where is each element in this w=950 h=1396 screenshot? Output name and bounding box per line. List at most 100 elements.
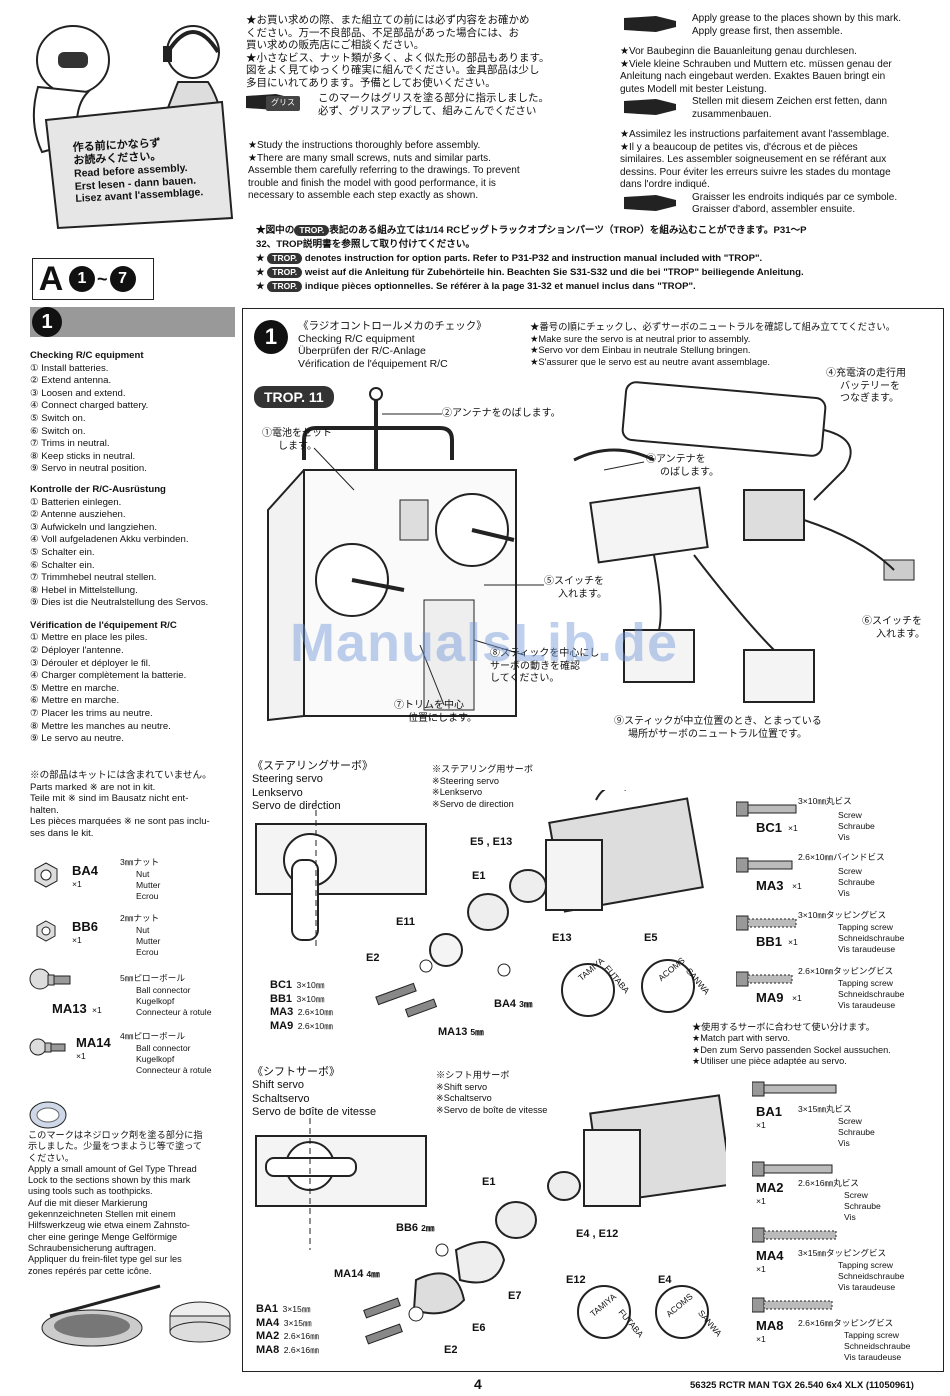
- part-code: BC1: [756, 820, 783, 835]
- notes-ja: ★お買い求めの際、また組立ての前には必ず内容をお確かめ ください。万一不良部品、…: [246, 14, 616, 117]
- part-qty: ×1: [756, 1196, 766, 1206]
- note-en-line: necessary to assemble each step exactly …: [248, 190, 479, 201]
- step1-fr-item: ② Déployer l'antenne.: [30, 645, 124, 657]
- part-qty: ×1: [788, 937, 798, 947]
- label-e11: E11: [396, 916, 415, 928]
- match-note-fr: ★Utiliser une pièce adaptée au servo.: [692, 1055, 847, 1066]
- main-frame: [242, 308, 944, 1372]
- callout-6: ⑥スイッチを: [862, 616, 922, 627]
- section-tilde: ~: [97, 268, 108, 289]
- step1-de-item: ① Batterien einlegen.: [30, 496, 122, 508]
- note-en-line: ★Study the instructions thoroughly befor…: [248, 140, 481, 151]
- part-code: MA13: [52, 1001, 87, 1016]
- tl-de: Hilfswerkzeug wie etwa einem Zahnsto-: [28, 1220, 190, 1231]
- steering-title-de: Lenkservo: [252, 786, 303, 799]
- trop-badge: TROP.: [267, 253, 303, 264]
- tl-en: using tools such as toothpicks.: [28, 1186, 153, 1197]
- trop-badge: TROP.: [294, 225, 330, 236]
- part-desc: Kugelkopf: [136, 996, 175, 1006]
- step1-checklist: Checking R/C equipment ① Install batteri…: [30, 350, 240, 746]
- trop-en: denotes instruction for option parts. Re…: [304, 253, 763, 264]
- part-desc: Connecteur à rotule: [136, 1007, 212, 1017]
- part-desc: Schraube: [838, 877, 875, 887]
- tl-fr: Appliquer du frein-filet type gel sur le…: [28, 1254, 182, 1265]
- steering-servo-labels: ※ステアリング用サーボ ※Steering servo ※Lenkservo ※…: [432, 764, 533, 810]
- grease-de-1: Stellen mit diesem Zeichen erst fetten, …: [692, 96, 888, 107]
- screw-size: 2.6×10㎜: [297, 1020, 333, 1031]
- screw-code: MA8: [256, 1343, 280, 1356]
- part-code: MA9: [756, 990, 784, 1005]
- match-note-de: ★Den zum Servo passenden Sockel aussuche…: [692, 1044, 891, 1055]
- rc-note-ja: ★番号の順にチェックし、必ずサーボのニュートラルを確認して組み立ててください。: [530, 321, 896, 332]
- part-ja: 2.6×16㎜丸ビス: [798, 1178, 859, 1188]
- screw-size: 2.6×10㎜: [297, 1007, 333, 1017]
- steering-title-fr: Servo de direction: [252, 799, 341, 812]
- shift-servo-fr: ※Servo de boîte de vitesse: [436, 1104, 548, 1115]
- tl-ja: ください。: [28, 1152, 74, 1163]
- step1-en-item: ④ Connect charged battery.: [30, 400, 149, 412]
- note-en-line: Assemble them carefully referring to the…: [248, 165, 520, 176]
- shift-title-fr: Servo de boîte de vitesse: [252, 1105, 377, 1118]
- part-desc: Kugelkopf: [136, 1054, 175, 1064]
- threadlock-notes: このマークはネジロック剤を塗る部分に指 示しました。少量をつまようじ等で塗って …: [28, 1130, 240, 1277]
- part-qty: ×1: [792, 993, 802, 1003]
- callout-7b: 位置にします。: [408, 712, 477, 724]
- fr-line: ★Assimilez les instructions parfaitement…: [620, 129, 890, 140]
- tl-en: Apply a small amount of Gel Type Thread: [28, 1163, 197, 1174]
- fr-line: ★Il y a beaucoup de petites vis, d'écrou…: [620, 141, 858, 153]
- screw-size: 3×10㎜: [296, 980, 325, 990]
- shift-label-e4: E4: [658, 1274, 672, 1286]
- step1-de-item: ⑦ Trimmhebel neutral stellen.: [30, 572, 157, 584]
- note-ja-line: ください。万一不良部品、不足部品があった場合には、お: [246, 26, 519, 39]
- steering-title-en: Steering servo: [252, 773, 323, 786]
- shift-label-ma14-size: 4㎜: [366, 1269, 380, 1279]
- part-desc: Schraube: [844, 1201, 881, 1211]
- parts-right-top: 3×10㎜丸ビス BC1 ×1 Screw Schraube Vis 2.6×1…: [736, 794, 936, 1024]
- shift-servo-diagram: [255, 1094, 726, 1345]
- note-ja-line: このマークはグリスを塗る部分に指示しました。: [318, 92, 549, 104]
- de-line: ★Viele kleine Schrauben und Muttern etc.…: [620, 58, 892, 70]
- shift-title-ja: 《シフトサーボ》: [252, 1066, 340, 1078]
- shift-label-e4-e12: E4 , E12: [576, 1228, 619, 1240]
- label-ba4-size: 3㎜: [519, 999, 533, 1009]
- trop-badge: TROP.: [267, 267, 303, 278]
- step1-fr-item: ③ Dérouler et déployer le fil.: [30, 657, 151, 669]
- match-note-en: ★Match part with servo.: [692, 1033, 791, 1044]
- notes-en: ★Study the instructions thoroughly befor…: [248, 140, 568, 203]
- grease-de-2: zusammenbauen.: [692, 108, 772, 120]
- callout-9: ⑨スティックが中立位置のとき、とまっている: [614, 716, 822, 727]
- part-code: MA8: [756, 1318, 784, 1333]
- step1-de-item: ⑨ Dies ist die Neutralstellung des Servo…: [30, 597, 209, 609]
- steering-title-ja: 《ステアリングサーボ》: [252, 760, 373, 772]
- part-desc: Connecteur à rotule: [136, 1065, 212, 1075]
- part-ja: 3㎜ナット: [120, 857, 160, 867]
- part-ja: 2.6×16㎜タッピングビス: [798, 1318, 894, 1328]
- part-desc: Vis taraudeuse: [838, 944, 896, 954]
- match-note: ★使用するサーボに合わせて使い分けます。 ★Match part with se…: [692, 1022, 891, 1067]
- part-ja: 2.6×10㎜バインドビス: [798, 852, 885, 862]
- page-number: 4: [474, 1376, 482, 1392]
- callout-1b: します。: [278, 440, 317, 452]
- tl-de: Auf die mit dieser Markierung: [28, 1197, 148, 1208]
- rc-note-en: ★Make sure the servo is at neutral prior…: [530, 332, 751, 344]
- part-code: MA4: [756, 1248, 784, 1263]
- step1-fr-item: ⑥ Mettre en marche.: [30, 695, 120, 707]
- tl-en: Lock to the sections shown by this mark: [28, 1175, 191, 1186]
- part-desc: Ecrou: [136, 947, 159, 957]
- steering-servo-en: ※Steering servo: [432, 775, 499, 786]
- part-desc: Schneidschraube: [844, 1341, 911, 1351]
- grease-tube-icon: [624, 194, 676, 211]
- part-code: BA4: [72, 863, 99, 878]
- grease-fr-2: Graisser d'abord, assembler ensuite.: [692, 204, 856, 215]
- part-desc: Ball connector: [136, 1043, 191, 1053]
- part-desc: Screw: [838, 866, 862, 876]
- callout-9b: 場所がサーボのニュートラル位置です。: [628, 728, 807, 740]
- note-ja-line: ★小さなビス、ナット類が多く、よく似た形の部品もあります。: [246, 51, 550, 64]
- label-e5-e13: E5 , E13: [470, 836, 513, 848]
- de-line: ★Vor Baubeginn die Bauanleitung genau du…: [620, 46, 857, 57]
- callout-6b: 入れます。: [876, 628, 925, 640]
- part-desc: Vis: [838, 832, 850, 842]
- callout-7: ⑦トリムを中心: [394, 700, 464, 711]
- part-code: MA3: [756, 878, 784, 893]
